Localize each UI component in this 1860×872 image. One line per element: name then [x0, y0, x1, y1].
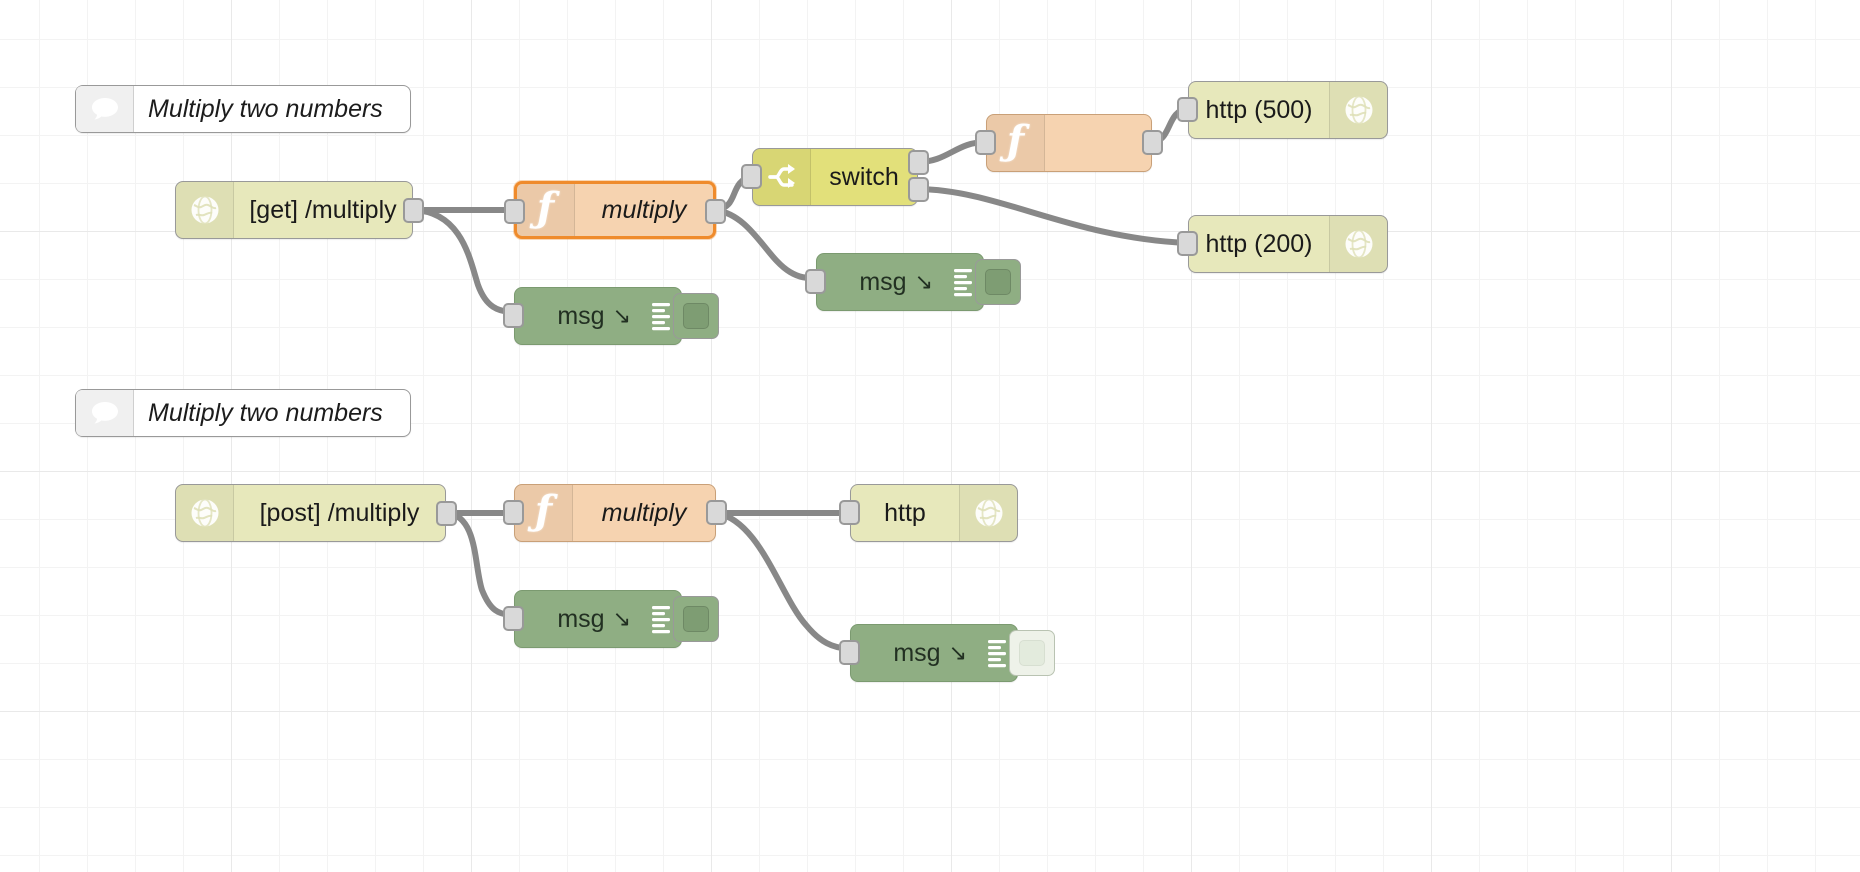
- debug-msg-text: msg: [859, 267, 907, 296]
- debug-toggle-knob: [683, 303, 709, 329]
- output-port[interactable]: [436, 501, 457, 526]
- debug-toggle-knob: [985, 269, 1011, 295]
- debug-toggle-button[interactable]: [975, 259, 1021, 305]
- input-port[interactable]: [975, 130, 996, 155]
- function-icon: ƒ: [987, 115, 1045, 171]
- comment-node-2[interactable]: Multiply two numbers: [75, 389, 411, 437]
- globe-icon: [176, 182, 234, 238]
- http-response-200-node[interactable]: http (200): [1177, 215, 1388, 273]
- http-in-get-node[interactable]: [get] /multiply: [175, 181, 424, 239]
- output-port-2[interactable]: [908, 177, 929, 202]
- output-port[interactable]: [705, 199, 726, 224]
- comment-label-1: Multiply two numbers: [148, 94, 383, 123]
- wire-multiply-to-debug2: [713, 207, 819, 281]
- function-multiply-label-2: multiply: [601, 498, 687, 527]
- debug-toggle-button[interactable]: [673, 293, 719, 339]
- function-icon: ƒ: [517, 184, 575, 236]
- debug-list-icon: [943, 254, 983, 310]
- debug-list-icon: [641, 591, 681, 647]
- http-500-label: http (500): [1205, 95, 1313, 124]
- debug-toggle-button[interactable]: [673, 596, 719, 642]
- http-response-500-node[interactable]: http (500): [1177, 81, 1388, 139]
- debug-node-2[interactable]: msg ↘: [805, 253, 1021, 311]
- globe-icon: [959, 485, 1017, 541]
- globe-icon: [176, 485, 234, 541]
- function-blank-label: [1045, 115, 1151, 171]
- wire-switch-to-http200: [915, 186, 1191, 246]
- debug-node-3[interactable]: msg ↘: [503, 590, 719, 648]
- debug-msg-text: msg: [893, 638, 941, 667]
- input-port[interactable]: [839, 500, 860, 525]
- http-200-label: http (200): [1205, 229, 1313, 258]
- switch-node[interactable]: switch: [741, 148, 929, 206]
- debug-toggle-button[interactable]: [1009, 630, 1055, 676]
- wire-httpget-to-debug1: [411, 207, 517, 315]
- debug-msg-text: msg: [557, 301, 605, 330]
- switch-label: switch: [829, 162, 899, 191]
- comment-node-1[interactable]: Multiply two numbers: [75, 85, 411, 133]
- debug-label-3: msg ↘: [515, 591, 641, 647]
- debug-node-4[interactable]: msg ↘: [839, 624, 1055, 682]
- output-port[interactable]: [1142, 130, 1163, 155]
- http-in-get-label: [get] /multiply: [249, 195, 397, 224]
- wire-multiply2-to-debug4: [713, 510, 853, 652]
- comment-icon: [76, 86, 134, 132]
- input-port[interactable]: [1177, 97, 1198, 122]
- switch-icon: [753, 149, 811, 205]
- output-port-1[interactable]: [908, 150, 929, 175]
- input-port[interactable]: [504, 199, 525, 224]
- debug-arrow-icon: ↘: [612, 303, 631, 328]
- input-port[interactable]: [503, 606, 524, 631]
- output-port[interactable]: [403, 198, 424, 223]
- debug-list-icon: [641, 288, 681, 344]
- function-multiply-node-2[interactable]: ƒ multiply: [503, 484, 727, 542]
- debug-toggle-knob: [1019, 640, 1045, 666]
- debug-label-4: msg ↘: [851, 625, 977, 681]
- http-in-post-node[interactable]: [post] /multiply: [175, 484, 457, 542]
- input-port[interactable]: [503, 500, 524, 525]
- function-icon: ƒ: [515, 485, 573, 541]
- function-glyph: ƒ: [534, 487, 553, 534]
- debug-node-1[interactable]: msg ↘: [503, 287, 719, 345]
- debug-toggle-knob: [683, 606, 709, 632]
- function-multiply-label-1: multiply: [601, 195, 687, 224]
- comment-label-2: Multiply two numbers: [148, 398, 383, 427]
- input-port[interactable]: [805, 269, 826, 294]
- function-glyph: ƒ: [1006, 117, 1025, 164]
- debug-arrow-icon: ↘: [612, 606, 631, 631]
- globe-icon: [1329, 82, 1387, 138]
- output-port[interactable]: [706, 500, 727, 525]
- http-plain-label: http: [884, 498, 926, 527]
- debug-arrow-icon: ↘: [948, 640, 967, 665]
- function-glyph: ƒ: [536, 184, 555, 231]
- input-port[interactable]: [1177, 231, 1198, 256]
- globe-icon: [1329, 216, 1387, 272]
- function-blank-node[interactable]: ƒ: [975, 114, 1163, 172]
- http-in-post-label: [post] /multiply: [259, 498, 420, 527]
- function-multiply-node-1[interactable]: ƒ multiply: [504, 181, 726, 239]
- debug-label-2: msg ↘: [817, 254, 943, 310]
- input-port[interactable]: [503, 303, 524, 328]
- debug-msg-text: msg: [557, 604, 605, 633]
- input-port[interactable]: [741, 164, 762, 189]
- wire-httppost-to-debug3: [444, 510, 517, 618]
- debug-list-icon: [977, 625, 1017, 681]
- input-port[interactable]: [839, 640, 860, 665]
- debug-label-1: msg ↘: [515, 288, 641, 344]
- debug-arrow-icon: ↘: [914, 269, 933, 294]
- comment-icon: [76, 390, 134, 436]
- http-response-node[interactable]: http: [839, 484, 1018, 542]
